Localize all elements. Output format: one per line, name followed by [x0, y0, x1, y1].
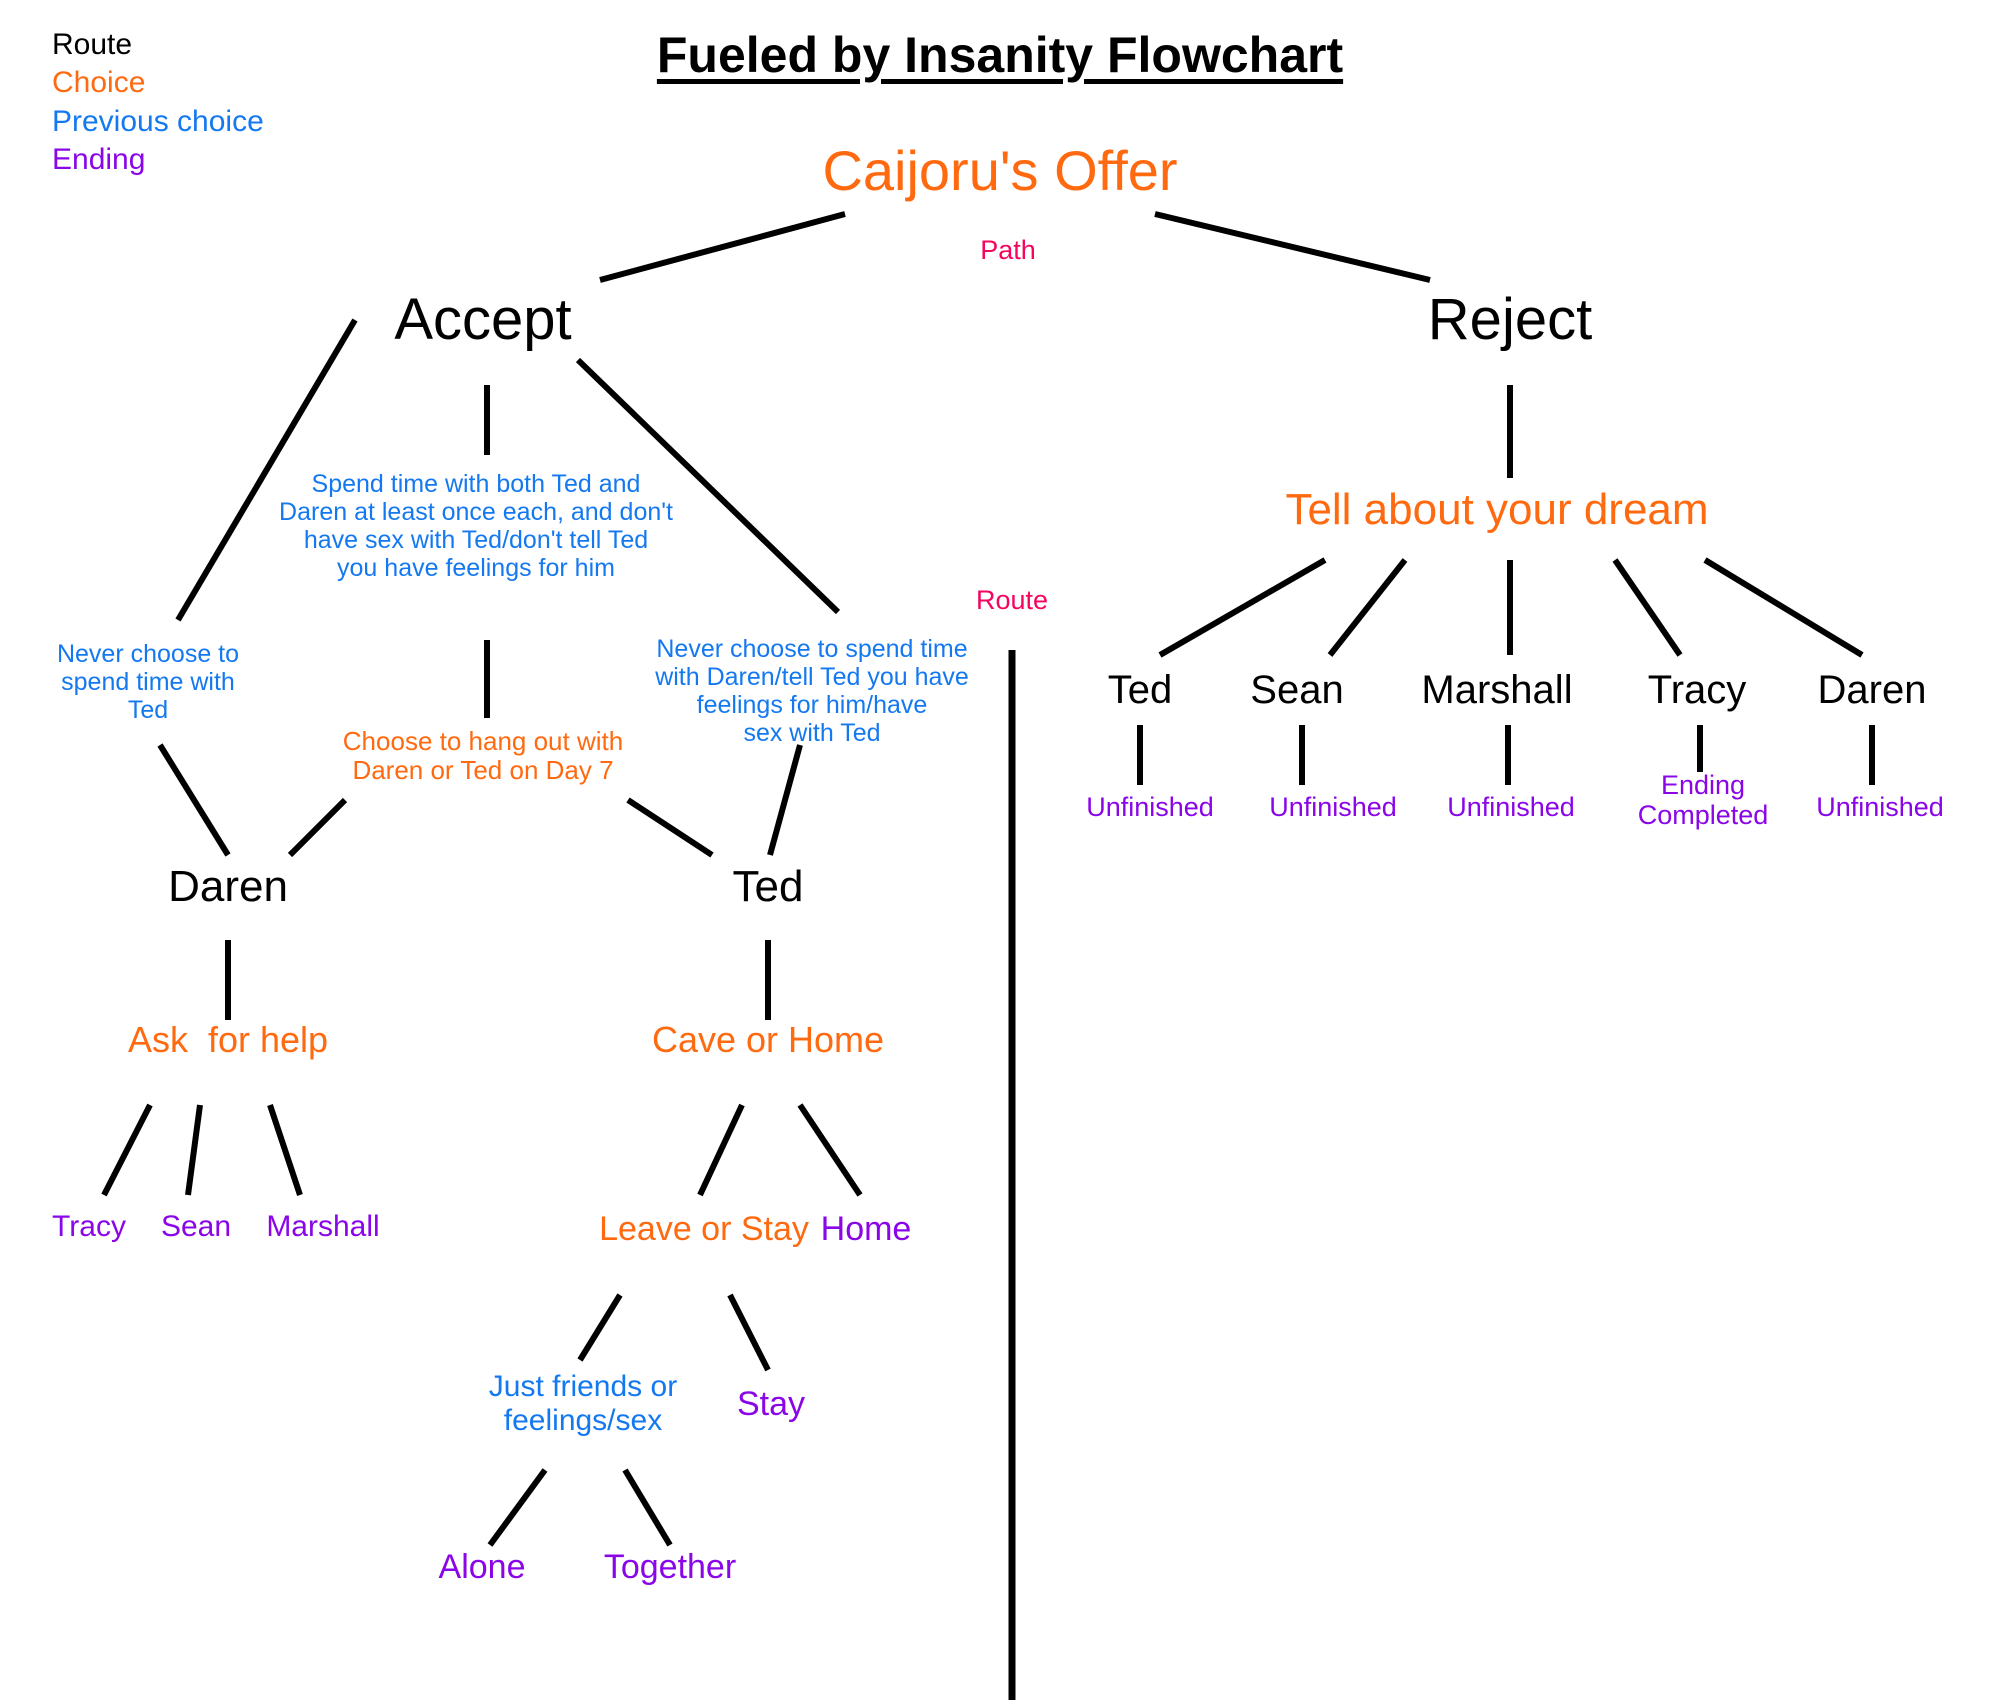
- edge-ask-tracy: [101, 1103, 153, 1197]
- node-accept-left-condition: Never choose to spend time with Ted: [56, 640, 240, 724]
- node-tell-about-your-dream[interactable]: Tell about your dream: [1285, 485, 1709, 534]
- node-dream-ted[interactable]: Ted: [1107, 668, 1173, 712]
- node-accept-mid-condition: Spend time with both Ted and Daren at le…: [279, 470, 673, 582]
- node-ending-stay[interactable]: Stay: [736, 1385, 806, 1423]
- node-ted[interactable]: Ted: [732, 862, 804, 911]
- node-ending-together[interactable]: Together: [603, 1548, 737, 1586]
- edge-dream-tracy: [1612, 558, 1683, 657]
- node-ending-tracy[interactable]: Tracy: [52, 1210, 126, 1243]
- legend-item-choice: Choice: [52, 66, 146, 100]
- legend-item-route: Route: [52, 28, 133, 61]
- node-ending-sean[interactable]: Sean: [160, 1210, 232, 1243]
- node-reject[interactable]: Reject: [1427, 287, 1593, 352]
- status-dream-marshall: Unfinished: [1447, 792, 1575, 822]
- legend-item-ending: Ending: [52, 143, 146, 177]
- edge-cave-home: [797, 1103, 863, 1197]
- node-ending-marshall[interactable]: Marshall: [266, 1210, 380, 1243]
- node-accept[interactable]: Accept: [394, 287, 572, 352]
- status-dream-sean: Unfinished: [1269, 792, 1397, 822]
- node-dream-daren[interactable]: Daren: [1817, 668, 1927, 712]
- edge-cave-leave: [697, 1103, 745, 1197]
- edge-dream-sean: [1327, 558, 1408, 657]
- edge-day7-daren: [287, 797, 348, 858]
- node-accept-right-condition: Never choose to spend time with Daren/te…: [655, 635, 969, 747]
- node-day7-choice[interactable]: Choose to hang out with Daren or Ted on …: [342, 726, 624, 786]
- edge-right-ted: [767, 744, 803, 856]
- node-ask-for-help[interactable]: Ask for help: [127, 1019, 329, 1060]
- edge-justfriends-together: [622, 1468, 673, 1547]
- node-dream-sean[interactable]: Sean: [1250, 668, 1344, 712]
- node-ending-home[interactable]: Home: [820, 1210, 912, 1248]
- node-ending-alone[interactable]: Alone: [438, 1548, 526, 1586]
- node-dream-marshall[interactable]: Marshall: [1421, 668, 1573, 712]
- edge-left-daren: [157, 743, 231, 857]
- edge-dream-daren: [1703, 557, 1864, 658]
- status-dream-daren: Unfinished: [1816, 792, 1944, 822]
- node-leave-or-stay[interactable]: Leave or Stay: [599, 1210, 809, 1248]
- edge-justfriends-alone: [487, 1468, 548, 1547]
- edge-leave-justfriends: [577, 1293, 623, 1362]
- node-caijorus-offer[interactable]: Caijoru's Offer: [822, 139, 1178, 202]
- edge-leave-stay: [727, 1293, 771, 1372]
- edge-label-path: Path: [980, 235, 1036, 265]
- legend: Route Choice Previous choice Ending: [52, 26, 264, 180]
- edge-day7-ted: [626, 797, 714, 858]
- edge-root-accept: [599, 211, 846, 283]
- edge-ask-sean: [185, 1104, 203, 1196]
- status-dream-ted: Unfinished: [1086, 792, 1214, 822]
- edge-root-reject: [1154, 211, 1431, 283]
- node-daren[interactable]: Daren: [168, 862, 288, 911]
- edge-dream-ted: [1158, 557, 1327, 658]
- node-just-friends-or-feelings: Just friends or feelings/sex: [488, 1370, 678, 1437]
- page-title: Fueled by Insanity Flowchart: [656, 27, 1344, 83]
- node-cave-or-home[interactable]: Cave or Home: [651, 1019, 885, 1060]
- edge-ask-marshall: [267, 1104, 303, 1196]
- edge-label-route: Route: [975, 585, 1049, 615]
- legend-item-previous-choice: Previous choice: [52, 104, 264, 138]
- status-dream-tracy: Ending Completed: [1637, 770, 1769, 831]
- node-dream-tracy[interactable]: Tracy: [1647, 668, 1747, 712]
